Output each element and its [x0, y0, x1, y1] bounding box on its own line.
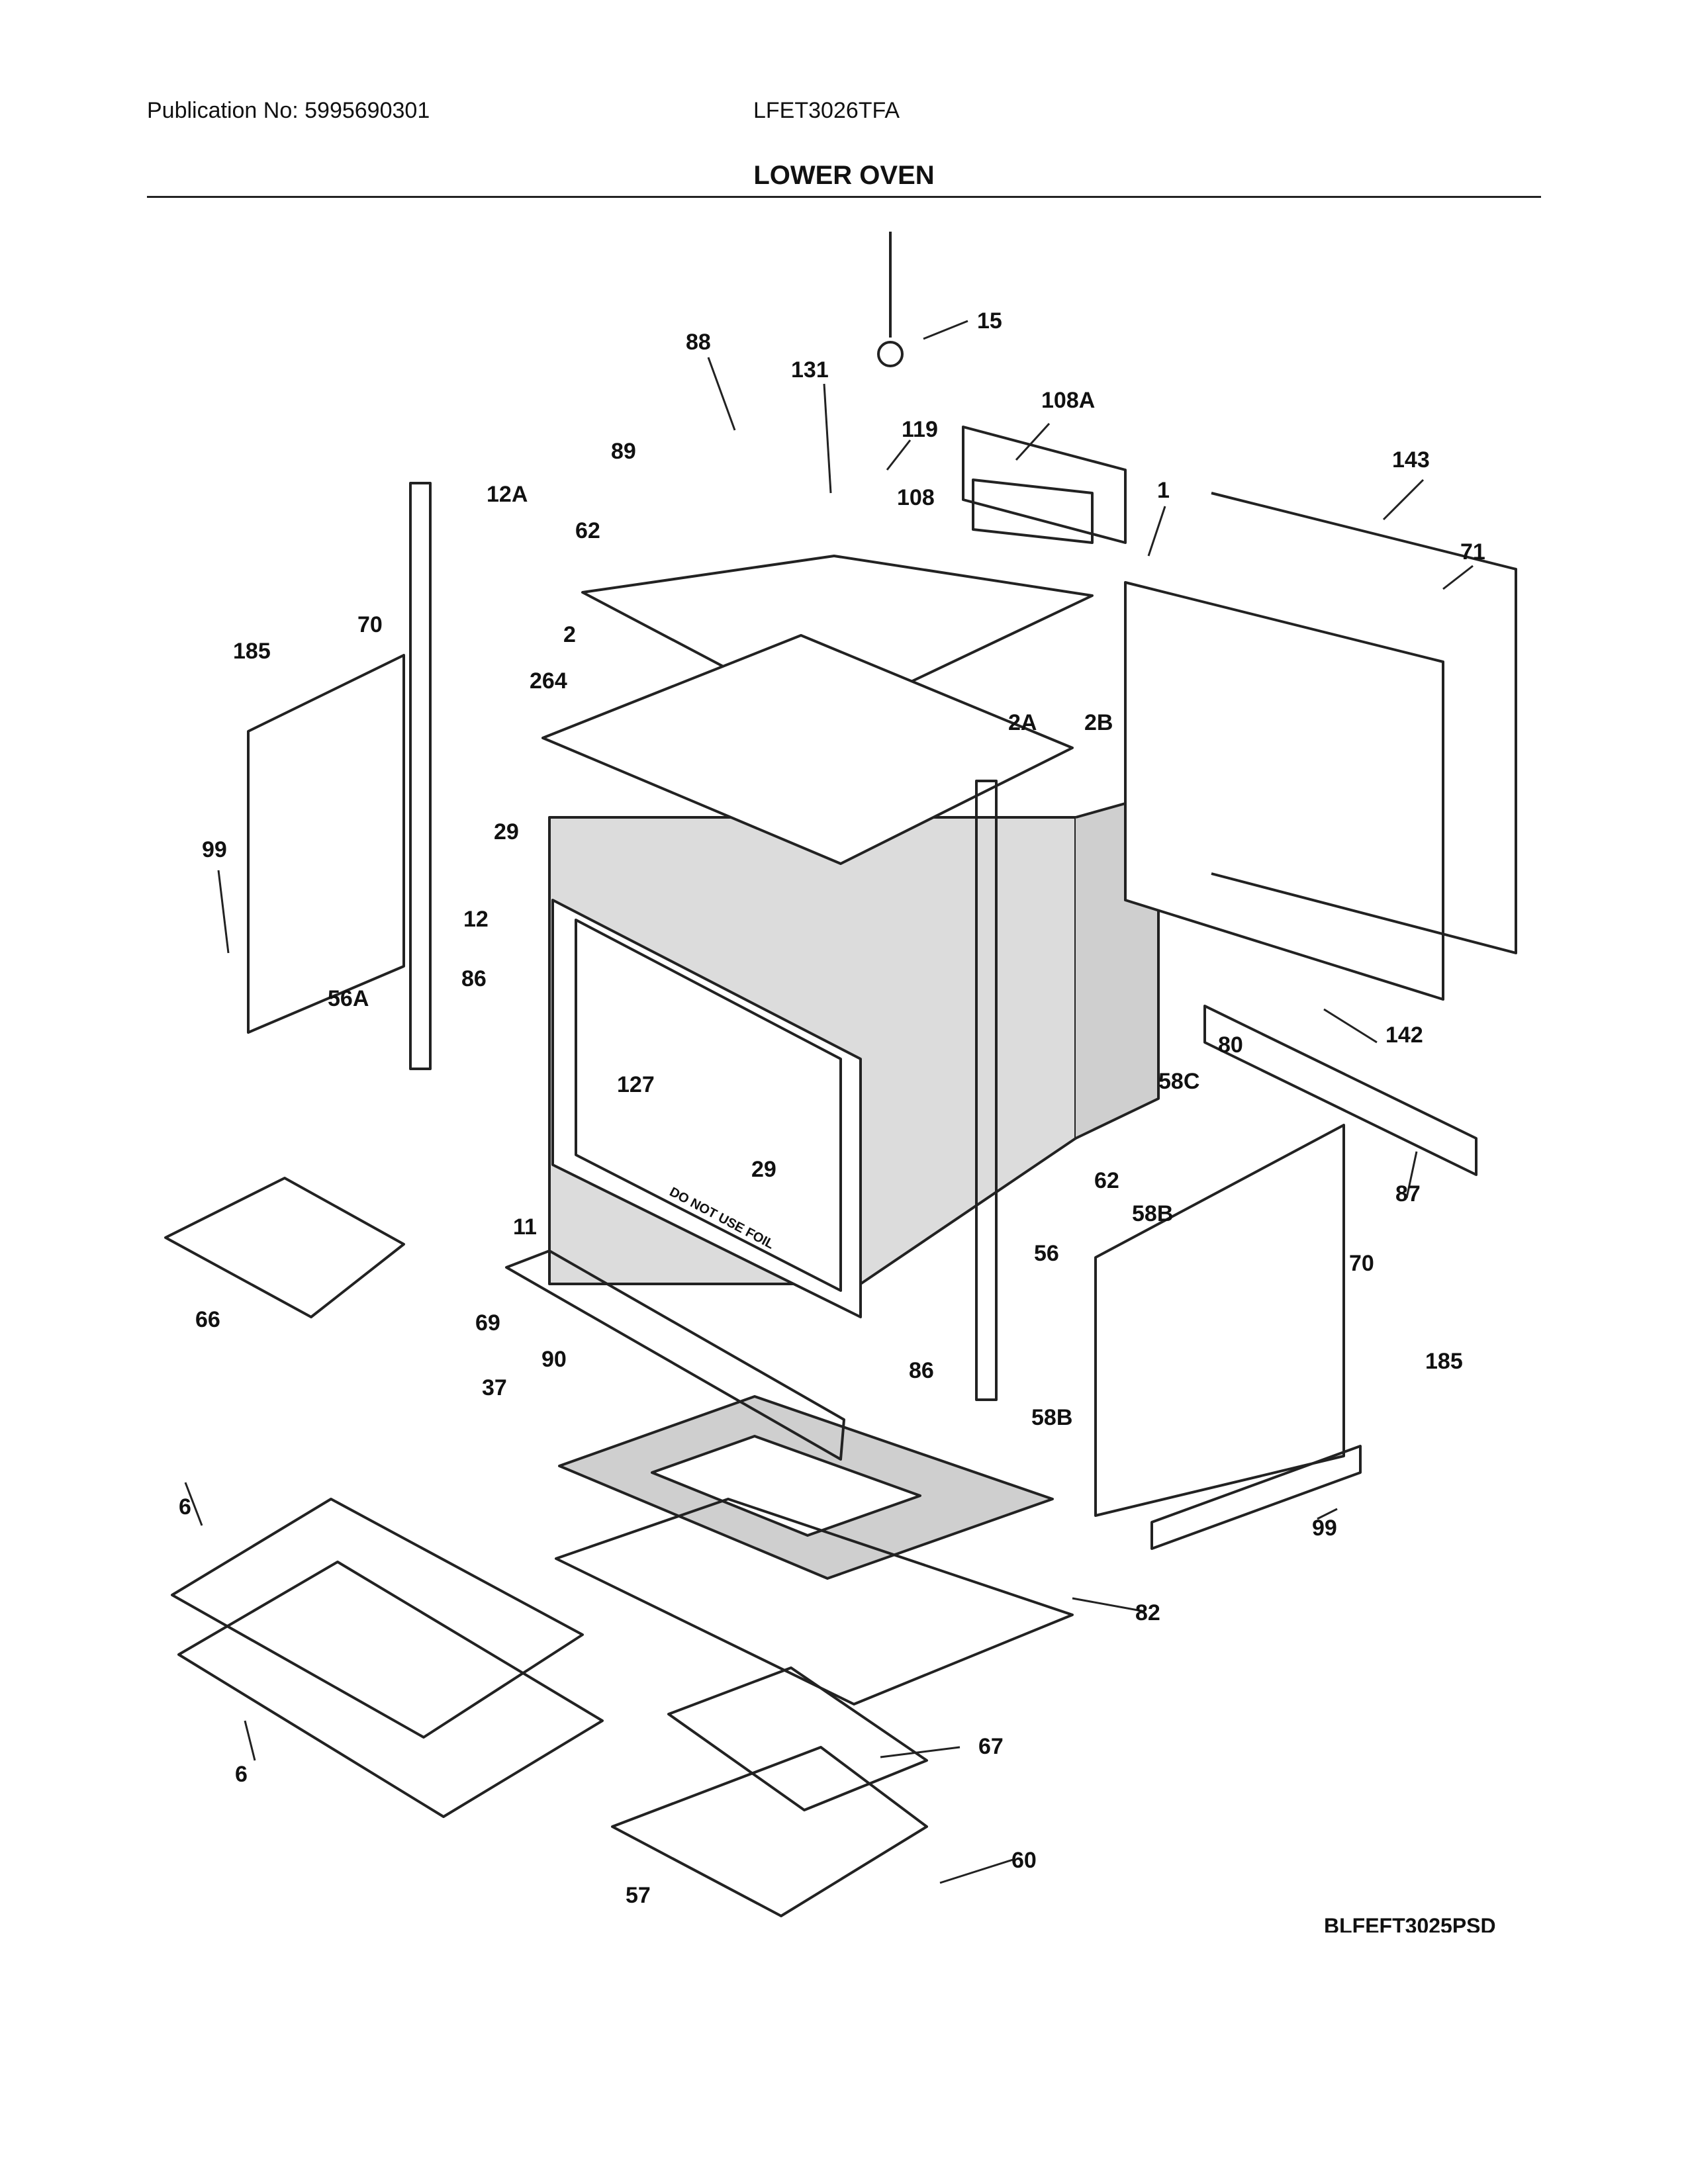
part-label: 29 — [751, 1157, 776, 1182]
part-label: 37 — [482, 1375, 507, 1400]
publication-number: Publication No: 5995690301 — [147, 98, 430, 123]
oven-rack-upper — [171, 1498, 584, 1739]
part-label: 86 — [461, 966, 487, 991]
right-side-panel — [1094, 1124, 1345, 1517]
leader-15 — [923, 320, 968, 340]
part-label: 29 — [494, 819, 519, 844]
leader-131 — [823, 383, 832, 494]
side-bracket-right — [1150, 1445, 1362, 1550]
page-title: LOWER OVEN — [753, 161, 935, 190]
part-label: 185 — [233, 639, 271, 664]
front-vent-trim — [505, 1250, 845, 1461]
light-socket — [877, 341, 904, 367]
leader-142 — [1323, 1008, 1378, 1044]
leader-1 — [1147, 506, 1166, 557]
title-divider — [147, 196, 1541, 198]
diagram-code: BLFEFT3025PSD — [1324, 1914, 1496, 1933]
part-label: 90 — [541, 1347, 567, 1372]
part-label: 264 — [530, 668, 567, 694]
part-label: 56A — [328, 986, 369, 1011]
part-label: 58B — [1132, 1201, 1173, 1226]
leader-119 — [886, 439, 912, 471]
part-label: 1 — [1157, 478, 1170, 503]
part-label: 89 — [611, 439, 636, 464]
bottom-tray — [555, 1498, 1074, 1706]
leader-99-right — [1317, 1508, 1338, 1520]
fan-bracket — [962, 426, 1127, 544]
part-label: 58C — [1158, 1069, 1199, 1094]
part-label: 69 — [475, 1310, 500, 1336]
part-label: 2 — [563, 622, 576, 647]
rear-wrapper-panel — [1211, 492, 1517, 954]
back-panel — [1124, 581, 1444, 1001]
part-label: 108 — [897, 485, 935, 510]
part-label: 88 — [686, 330, 711, 355]
part-label: 143 — [1392, 447, 1430, 473]
part-label: 70 — [1349, 1251, 1374, 1276]
part-label: 60 — [1011, 1848, 1037, 1873]
part-label: 127 — [617, 1072, 655, 1097]
part-label: 62 — [575, 518, 600, 543]
part-label: 82 — [1135, 1600, 1160, 1625]
part-label: 131 — [791, 357, 829, 383]
part-label: 2B — [1084, 710, 1113, 735]
bottom-cover — [611, 1746, 928, 1917]
leader-143 — [1382, 478, 1425, 521]
leader-82 — [1072, 1597, 1146, 1613]
left-front-rail — [409, 482, 432, 1070]
part-label: 99 — [202, 837, 227, 862]
part-label: 87 — [1395, 1181, 1421, 1206]
part-label: 12A — [487, 482, 528, 507]
oven-rack-lower — [177, 1561, 604, 1818]
bake-element-cover — [667, 1666, 928, 1811]
part-label: 6 — [235, 1762, 248, 1787]
leader-6-upper — [184, 1482, 203, 1526]
part-label: 99 — [1312, 1516, 1337, 1541]
left-side-panel — [247, 654, 405, 1034]
part-label: 58B — [1031, 1405, 1072, 1430]
part-label: 142 — [1385, 1023, 1423, 1048]
insulation-frame-opening — [651, 1435, 921, 1537]
right-front-rail — [975, 780, 998, 1401]
broil-element — [164, 1177, 405, 1318]
leader-87 — [1405, 1151, 1418, 1199]
leader-67 — [880, 1746, 961, 1758]
part-label: 80 — [1218, 1032, 1243, 1058]
model-number: LFET3026TFA — [753, 98, 900, 123]
part-label: 11 — [513, 1214, 537, 1240]
oven-opening — [575, 919, 842, 1292]
oven-front-frame — [551, 899, 862, 1318]
part-label: 108A — [1041, 388, 1095, 413]
part-label: 56 — [1034, 1241, 1059, 1266]
part-label: 62 — [1094, 1168, 1119, 1193]
part-label: 119 — [902, 417, 938, 442]
oven-top-panel — [541, 634, 1074, 865]
cooling-fan — [972, 478, 1094, 544]
part-label: 70 — [357, 612, 383, 637]
part-label: 57 — [626, 1883, 651, 1908]
bottom-rail-right — [1203, 1005, 1477, 1176]
oven-floor-text: DO NOT USE FOIL — [667, 1185, 776, 1252]
part-label: 15 — [977, 308, 1002, 334]
leader-88 — [707, 357, 736, 431]
part-label: 86 — [909, 1358, 934, 1383]
part-label: 71 — [1460, 539, 1485, 565]
part-label: 67 — [978, 1734, 1004, 1759]
part-label: 185 — [1425, 1349, 1463, 1374]
leader-60 — [939, 1858, 1013, 1884]
part-label: 2A — [1008, 710, 1037, 735]
leader-108A — [1015, 422, 1051, 461]
part-label: 66 — [195, 1307, 220, 1332]
leader-71 — [1442, 565, 1474, 590]
part-label: 12 — [463, 907, 489, 932]
leader-6-lower — [244, 1720, 256, 1761]
leader-99-left — [217, 870, 230, 954]
part-label: 6 — [179, 1494, 191, 1520]
